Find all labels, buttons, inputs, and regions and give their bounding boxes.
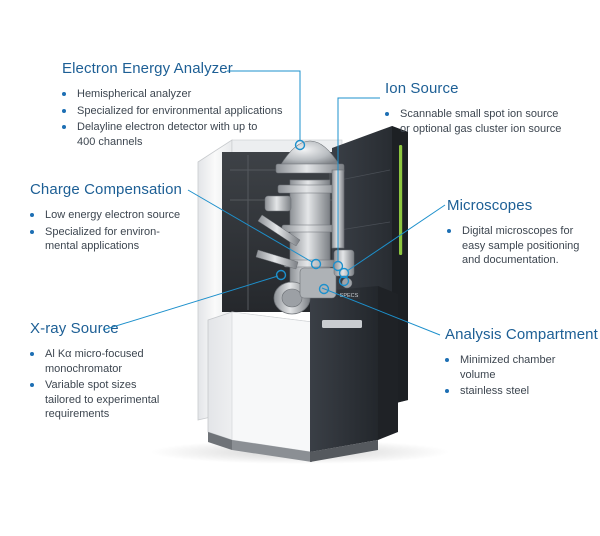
vacuum-chamber <box>255 140 355 315</box>
callout-charge-compensation: Charge Compensation Low energy electron … <box>30 181 182 256</box>
status-light-bar <box>399 145 403 255</box>
left-base-cabinet <box>207 311 313 462</box>
callout-item: Hemispherical analyzer <box>62 87 282 102</box>
callout-ion-source: Ion Source Scannable small spot ion sour… <box>385 80 561 138</box>
leader-ion <box>337 97 380 262</box>
marker-microscopes <box>338 267 350 279</box>
marker-xray <box>275 269 287 281</box>
callout-item: Scannable small spot ion source or optio… <box>385 107 561 136</box>
callout-list: Digital microscopes for easy sample posi… <box>447 224 579 268</box>
leader-analyzer <box>227 70 301 140</box>
marker-analysis <box>318 283 330 295</box>
callout-item: Minimized chamber volume <box>445 353 598 382</box>
leader-xray <box>102 275 279 331</box>
callout-electron-energy-analyzer: Electron Energy Analyzer Hemispherical a… <box>62 60 282 151</box>
leader-charge <box>187 189 313 263</box>
callout-microscopes: Microscopes Digital microscopes for easy… <box>447 197 579 270</box>
callout-item: Specialized for environ- mental applicat… <box>30 225 182 254</box>
marker-charge <box>310 258 322 270</box>
callout-list: Low energy electron source Specialized f… <box>30 208 182 254</box>
callout-item: Specialized for environmental applicatio… <box>62 104 282 119</box>
brand-label: SPECS <box>340 293 359 299</box>
callout-list: Scannable small spot ion source or optio… <box>385 107 561 136</box>
callout-x-ray-source: X-ray Source Al Kα micro-focused monochr… <box>30 320 159 424</box>
callout-item: Digital microscopes for easy sample posi… <box>447 224 579 268</box>
callout-title: Electron Energy Analyzer <box>62 60 233 77</box>
callout-item: Low energy electron source <box>30 208 182 223</box>
callout-title: Charge Compensation <box>30 181 182 198</box>
leader-lines <box>102 70 446 336</box>
callout-item: Variable spot sizes tailored to experime… <box>30 378 159 422</box>
pointer-markers <box>275 139 350 295</box>
callout-title: Ion Source <box>385 80 459 97</box>
drawer-handle <box>322 320 362 328</box>
marker-ion <box>332 260 344 272</box>
front-base-cabinet: SPECS <box>310 286 398 462</box>
callout-title: Microscopes <box>447 197 533 214</box>
callout-title: Analysis Compartment <box>445 326 598 343</box>
callout-analysis-compartment: Analysis Compartment Minimized chamber v… <box>445 326 598 401</box>
callout-list: Al Kα micro-focused monochromator Variab… <box>30 347 159 422</box>
callout-list: Hemispherical analyzer Specialized for e… <box>62 87 282 149</box>
leader-analysis <box>321 287 441 336</box>
leader-micro <box>346 204 446 272</box>
callout-item: Delayline electron detector with up to 4… <box>62 120 282 149</box>
callout-list: Minimized chamber volume stainless steel <box>445 353 598 399</box>
marker-analyzer <box>294 139 306 151</box>
marker-sample <box>338 275 350 287</box>
callout-title: X-ray Source <box>30 320 119 337</box>
callout-item: Al Kα micro-focused monochromator <box>30 347 159 376</box>
callout-item: stainless steel <box>445 384 598 399</box>
